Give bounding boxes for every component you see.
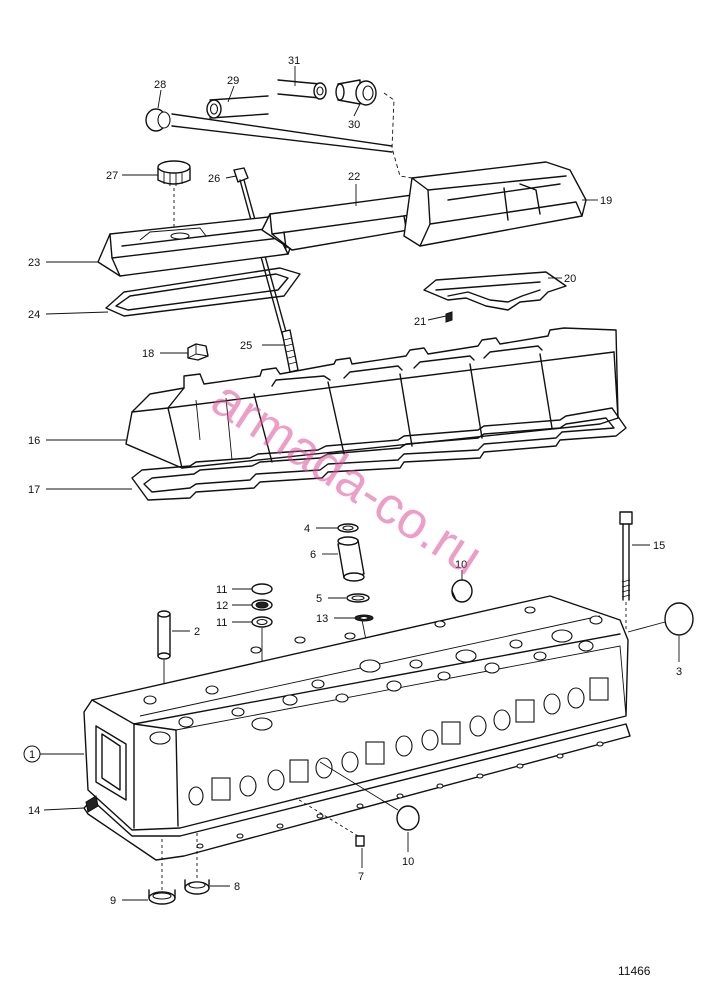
figure-number: 11466 — [618, 964, 651, 978]
callout-10-upper: 10 — [455, 559, 467, 571]
callout-leaders — [23, 66, 680, 901]
callout-26: 26 — [208, 173, 220, 185]
callout-6: 6 — [310, 549, 316, 561]
injector-sleeve-parts — [337, 523, 374, 661]
callout-13: 13 — [316, 613, 328, 625]
callout-19: 19 — [600, 195, 612, 207]
expansion-plug-upper — [451, 579, 473, 603]
cylinder-head — [83, 595, 629, 831]
small-plug — [295, 797, 365, 847]
oil-filler-cap — [157, 160, 191, 236]
end-plug — [627, 602, 694, 636]
nozzle-seal-rings — [148, 830, 210, 905]
valve-guide — [157, 610, 171, 730]
callout-21: 21 — [414, 316, 426, 328]
callout-11-bottom: 11 — [216, 617, 227, 629]
side-ports — [188, 677, 609, 806]
cylinder-head-bolt — [619, 511, 633, 632]
callout-31: 31 — [288, 55, 300, 67]
callout-12: 12 — [216, 600, 228, 612]
expansion-plug-lower — [319, 761, 420, 831]
valve-seals — [251, 583, 273, 724]
callout-5: 5 — [316, 593, 322, 605]
callout-8: 8 — [234, 881, 240, 893]
callout-27: 27 — [106, 170, 118, 182]
callout-10-lower: 10 — [402, 856, 414, 868]
rocker-cover-gasket-left — [105, 267, 301, 317]
callout-4: 4 — [304, 523, 310, 535]
callout-11-top: 11 — [216, 584, 227, 596]
valve-cover-gasket — [131, 407, 627, 501]
callout-28: 28 — [154, 79, 166, 91]
callout-30: 30 — [348, 119, 360, 131]
callout-18: 18 — [142, 348, 154, 360]
callout-15: 15 — [653, 540, 665, 552]
callout-9: 9 — [110, 895, 116, 907]
gasket-holes — [196, 741, 604, 849]
head-gasket — [83, 723, 631, 861]
callout-17: 17 — [28, 484, 40, 496]
callout-2: 2 — [194, 626, 200, 638]
baffle-plate — [423, 271, 567, 311]
nut — [187, 343, 209, 361]
stud — [281, 329, 299, 373]
callout-25: 25 — [240, 340, 252, 352]
callout-labels: 1 2 3 4 5 6 7 8 9 10 10 11 12 11 13 14 1… — [28, 55, 682, 907]
combustion-ports — [143, 606, 603, 745]
breather-hose-assembly — [145, 79, 413, 179]
baffle-screw — [445, 311, 453, 323]
rocker-cover-right — [403, 161, 587, 247]
callout-22: 22 — [348, 171, 360, 183]
callout-24: 24 — [28, 309, 40, 321]
callout-7: 7 — [358, 871, 364, 883]
callout-14: 14 — [28, 805, 40, 817]
callout-16: 16 — [28, 435, 40, 447]
callout-20: 20 — [564, 273, 576, 285]
callout-3: 3 — [676, 666, 682, 678]
callout-29: 29 — [227, 75, 239, 87]
callout-23: 23 — [28, 257, 40, 269]
callout-1: 1 — [29, 749, 35, 761]
